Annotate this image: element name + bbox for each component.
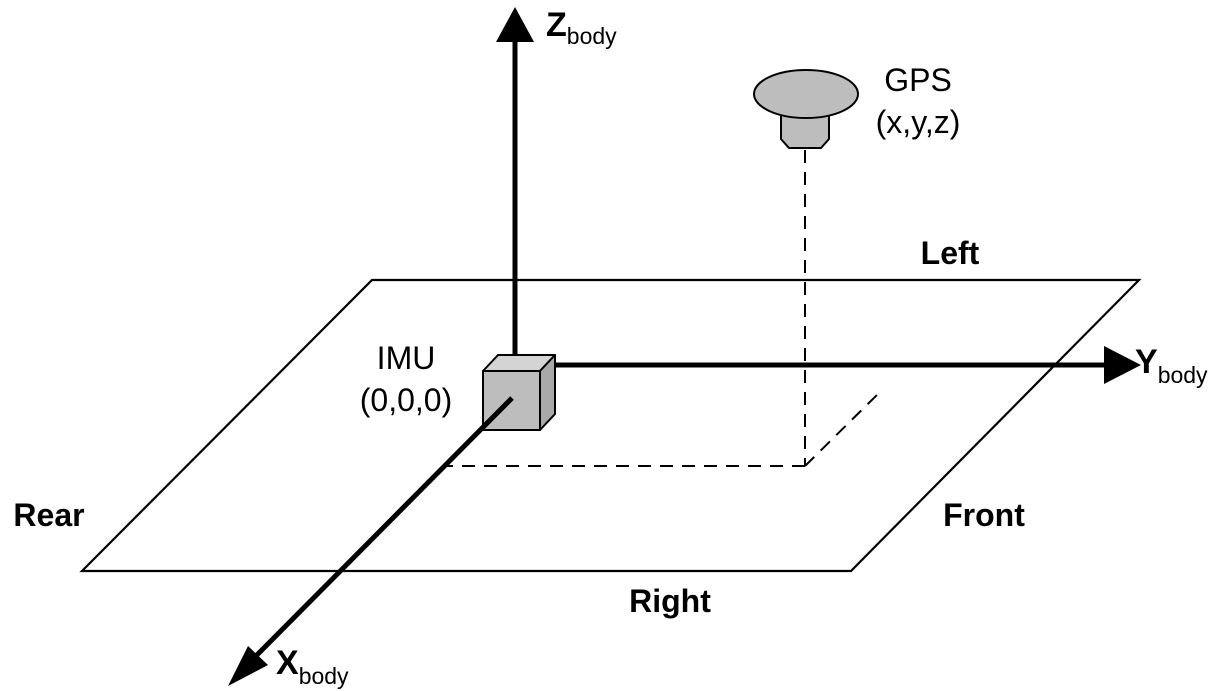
imu-coords-label: (0,0,0): [360, 382, 452, 418]
x-axis-label: Xbody: [276, 644, 349, 689]
z-axis-letter: Z: [546, 6, 567, 44]
z-axis-subscript: body: [567, 23, 617, 49]
x-axis-subscript: body: [299, 663, 349, 689]
right-side-label: Right: [629, 583, 711, 619]
z-axis: [496, 7, 534, 378]
gps-antenna-dish: [753, 69, 859, 119]
y-axis-label: Ybody: [1135, 343, 1208, 388]
front-side-label: Front: [943, 497, 1025, 533]
left-side-label: Left: [921, 235, 980, 271]
rear-side-label: Rear: [13, 497, 84, 533]
z-axis-arrowhead: [496, 7, 534, 42]
y-axis-subscript: body: [1158, 362, 1208, 388]
x-axis-letter: X: [276, 644, 299, 682]
gps-label: GPS: [884, 62, 952, 98]
gps-y-offset-line: [804, 391, 881, 467]
x-axis-arrowhead: [228, 646, 268, 686]
z-axis-label: Zbody: [546, 6, 617, 49]
y-axis: [555, 346, 1141, 384]
gps-projection-lines: [445, 150, 881, 467]
y-axis-arrowhead: [1104, 346, 1141, 384]
gps-antenna-icon: [753, 69, 859, 149]
vehicle-plane: [79, 278, 1142, 573]
x-axis: [228, 396, 514, 686]
y-axis-letter: Y: [1135, 343, 1158, 381]
imu-label: IMU: [377, 340, 436, 376]
gps-coords-label: (x,y,z): [876, 104, 961, 140]
imu-cube: [482, 354, 556, 431]
